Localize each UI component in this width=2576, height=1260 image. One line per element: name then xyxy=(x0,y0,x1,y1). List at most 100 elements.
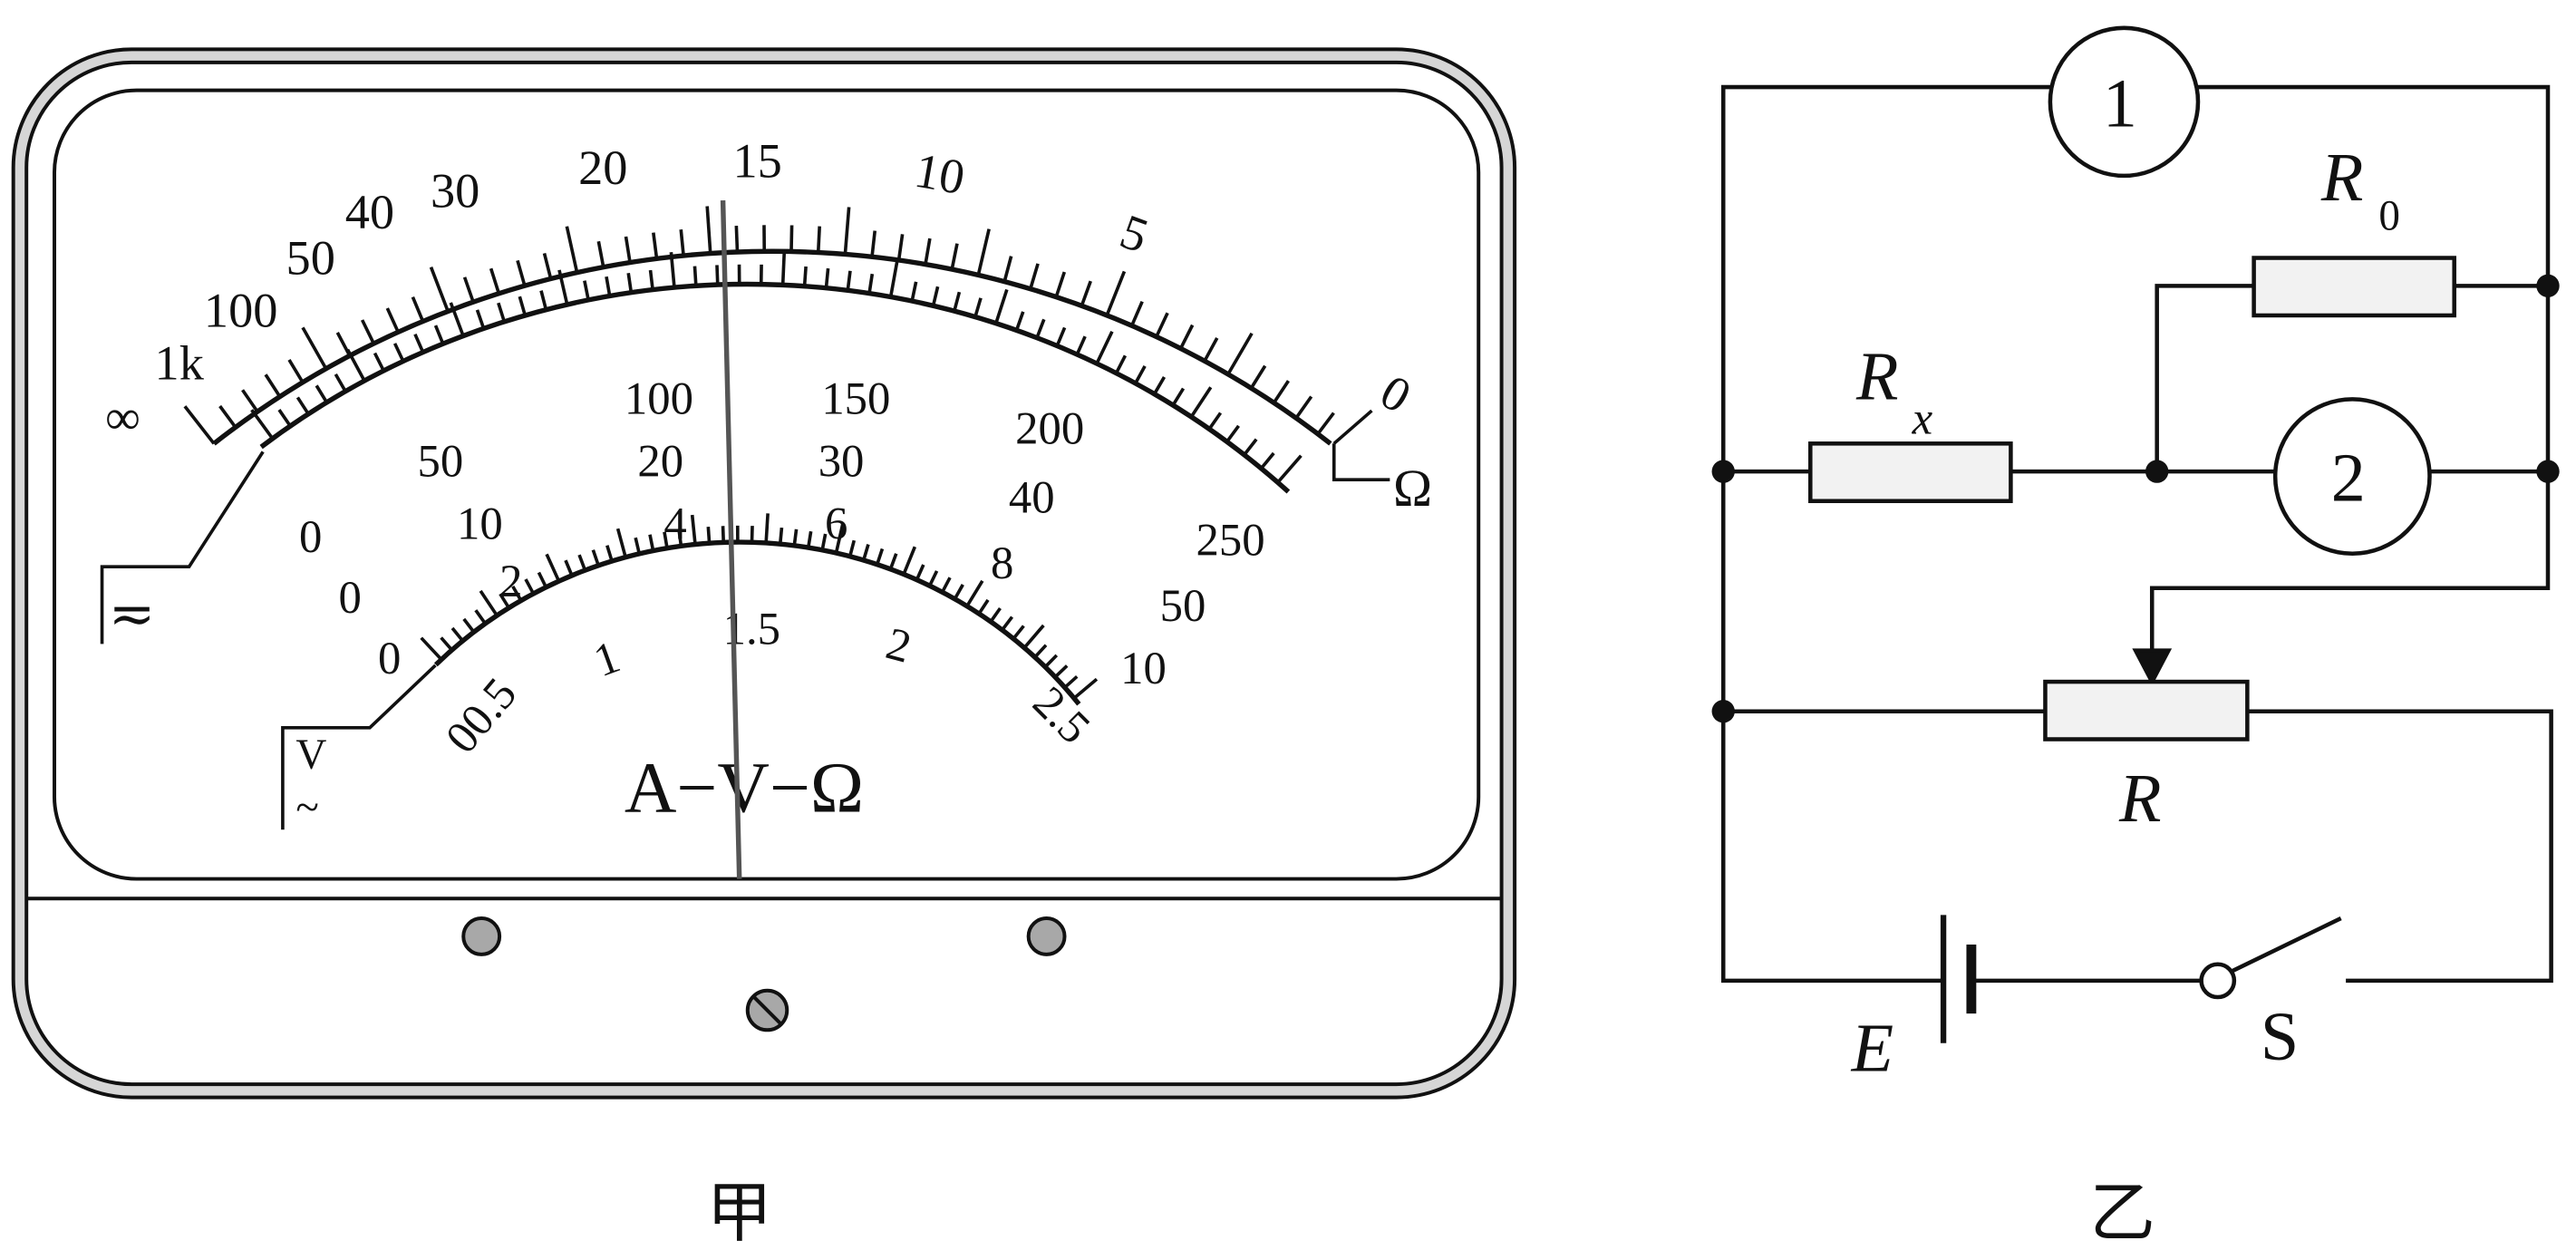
scale-tick xyxy=(440,636,453,652)
scale-tick xyxy=(750,526,754,543)
scale-tick xyxy=(953,584,964,600)
scale-label: 20 xyxy=(578,141,627,195)
scale-tick xyxy=(301,326,328,370)
scale-tick xyxy=(542,253,553,280)
scale-tick xyxy=(1243,438,1258,456)
scale-tick xyxy=(577,554,587,571)
scale-tick xyxy=(1043,654,1059,669)
scale-label: 40 xyxy=(345,185,394,239)
scale-tick xyxy=(896,234,905,261)
scale-tick xyxy=(648,534,655,551)
scale-tick xyxy=(1272,380,1290,404)
meter-needle xyxy=(720,200,742,879)
ac-tilde-symbol: ~ xyxy=(295,784,319,831)
scale-tick xyxy=(976,228,991,276)
scale-tick xyxy=(1105,270,1127,316)
scale-tick xyxy=(1054,271,1067,298)
scale-tick xyxy=(1294,395,1313,420)
scale-tick xyxy=(692,266,698,286)
scale-tick xyxy=(1053,664,1069,679)
dc-scale-labels: 0 50 100 150 200 250 0 10 20 30 40 50 0 … xyxy=(109,373,1265,693)
ohm-lead xyxy=(1332,443,1390,481)
scale-tick xyxy=(385,307,400,334)
knob-right[interactable] xyxy=(1026,916,1067,956)
multimeter xyxy=(11,47,1517,1100)
meter-title: A−V−Ω xyxy=(625,748,864,828)
scale-label: 150 xyxy=(821,373,890,424)
scale-tick xyxy=(764,513,770,544)
scale-tick xyxy=(834,523,845,554)
scale-tick xyxy=(648,269,654,290)
scale-tick xyxy=(928,570,939,586)
scale-tick xyxy=(973,297,983,318)
junction-dots xyxy=(1711,274,2560,723)
scale-tick xyxy=(218,404,237,429)
scale-label: 8 xyxy=(991,538,1013,588)
scale-tick xyxy=(1014,311,1025,331)
scale-tick xyxy=(652,232,659,259)
scale-label: 20 xyxy=(637,436,683,487)
ac-v-symbol: V xyxy=(295,732,326,779)
scale-tick xyxy=(605,545,614,562)
scale-tick xyxy=(250,409,275,440)
zero-adjust-screw[interactable] xyxy=(745,988,789,1032)
scale-tick xyxy=(583,280,590,301)
scale-label: 10 xyxy=(911,143,969,206)
scale-tick xyxy=(1316,412,1335,435)
scale-tick xyxy=(433,325,445,344)
scale-tick xyxy=(596,240,605,268)
scale-tick xyxy=(820,533,828,551)
scale-tick xyxy=(539,290,548,311)
scale-label: 0 xyxy=(378,633,401,683)
scale-label: 10 xyxy=(457,498,503,548)
scale-tick xyxy=(888,553,898,570)
scale-tick xyxy=(924,237,932,265)
scale-label: 1k xyxy=(155,336,205,391)
scale-tick xyxy=(847,539,857,557)
scale-label: 40 xyxy=(1009,471,1055,522)
scale-tick xyxy=(557,269,569,305)
scale-tick xyxy=(862,544,870,561)
tick-marks xyxy=(183,206,1335,700)
knob-left[interactable] xyxy=(461,916,502,956)
scale-tick xyxy=(1171,387,1186,406)
scale-tick xyxy=(721,526,726,543)
scale-tick xyxy=(565,226,579,274)
e-label: E xyxy=(1851,1011,1894,1087)
scale-tick xyxy=(1012,625,1025,640)
scale-label: 50 xyxy=(1160,580,1206,631)
scale-tick xyxy=(1249,364,1267,390)
circuit-labels: 1 2 R 0 R x R E S 乙 xyxy=(1851,66,2400,1250)
scale-tick xyxy=(1207,412,1223,431)
scale-tick xyxy=(715,265,720,286)
meter-2 xyxy=(2272,397,2432,556)
scale-tick xyxy=(778,527,784,545)
scale-tick xyxy=(1072,677,1099,700)
scale-tick xyxy=(524,578,536,595)
scale-tick xyxy=(450,626,464,643)
scale-tick xyxy=(287,359,305,383)
scale-tick xyxy=(843,207,851,255)
scale-tick xyxy=(705,206,712,254)
scale-tick xyxy=(824,267,830,288)
scale-tick xyxy=(564,559,574,577)
scale-tick xyxy=(1155,312,1169,338)
scale-tick xyxy=(965,579,984,607)
caption-yi: 乙 xyxy=(2089,1177,2155,1250)
switch-blade[interactable] xyxy=(2232,916,2342,974)
scale-tick xyxy=(902,546,917,576)
scale-label: 0 xyxy=(299,511,322,562)
rx-label: R xyxy=(1855,338,1898,414)
scale-tick xyxy=(1022,624,1045,649)
slider-arrow-icon xyxy=(2132,648,2173,686)
caption-jia: 甲 xyxy=(706,1177,772,1250)
scale-tick xyxy=(511,585,523,602)
scale-tick xyxy=(953,291,962,312)
meter-2-label: 2 xyxy=(2331,441,2366,517)
scale-tick xyxy=(1134,364,1147,384)
scale-tick xyxy=(989,606,1002,623)
scale-tick xyxy=(994,288,1009,325)
scale-tick xyxy=(360,319,375,344)
scale-tick xyxy=(1001,615,1014,632)
